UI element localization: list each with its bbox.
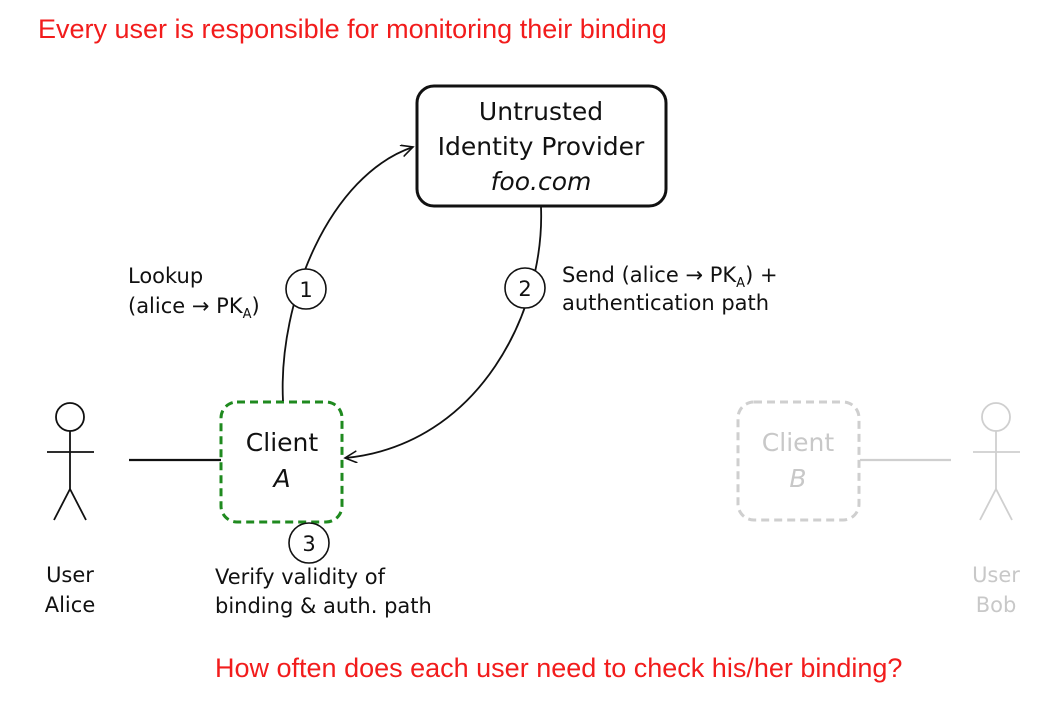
arrow-right-icon: → <box>685 263 703 287</box>
step-2-label-line-1: Send (alice → PKA) + <box>562 263 778 291</box>
step-3-circle <box>288 522 330 564</box>
client-a-line-2: A <box>271 464 290 493</box>
provider-domain: foo.com <box>491 167 592 196</box>
client-b-line-2: B <box>789 464 806 493</box>
step-3-number: 3 <box>302 532 315 556</box>
binding-question: How often does each user need to check h… <box>215 653 902 683</box>
slide-title: Every user is responsible for monitoring… <box>38 14 667 44</box>
provider-line-1: Untrusted <box>479 97 603 126</box>
client-a-line-1: Client <box>246 428 319 457</box>
client-b-box <box>736 400 861 522</box>
send-arrow <box>345 206 542 458</box>
step-2-number: 2 <box>518 277 531 301</box>
bob-label-line-2: Bob <box>976 593 1017 617</box>
step-2-label-line-2: authentication path <box>562 291 769 315</box>
provider-line-2: Identity Provider <box>438 132 645 161</box>
alice-label-line-1: User <box>46 563 94 587</box>
alice-label-line-2: Alice <box>45 593 96 617</box>
step-3-label-line-1: Verify validity of <box>215 565 386 589</box>
step-2-circle <box>504 267 546 309</box>
arrow-right-icon: → <box>192 294 210 318</box>
bob-figure-icon <box>973 402 1020 521</box>
step-1-number: 1 <box>299 278 312 302</box>
identity-provider-box <box>415 84 668 208</box>
alice-figure-icon <box>47 402 94 521</box>
lookup-arrow <box>281 147 413 402</box>
bob-label-line-1: User <box>972 563 1020 587</box>
step-3-label-line-2: binding & auth. path <box>215 594 432 618</box>
client-a-box <box>219 400 344 524</box>
step-1-circle <box>285 268 327 310</box>
client-b-line-1: Client <box>762 428 835 457</box>
step-1-label-line-2: (alice → PKA) <box>128 294 260 322</box>
step-1-label-line-1: Lookup <box>128 264 203 288</box>
